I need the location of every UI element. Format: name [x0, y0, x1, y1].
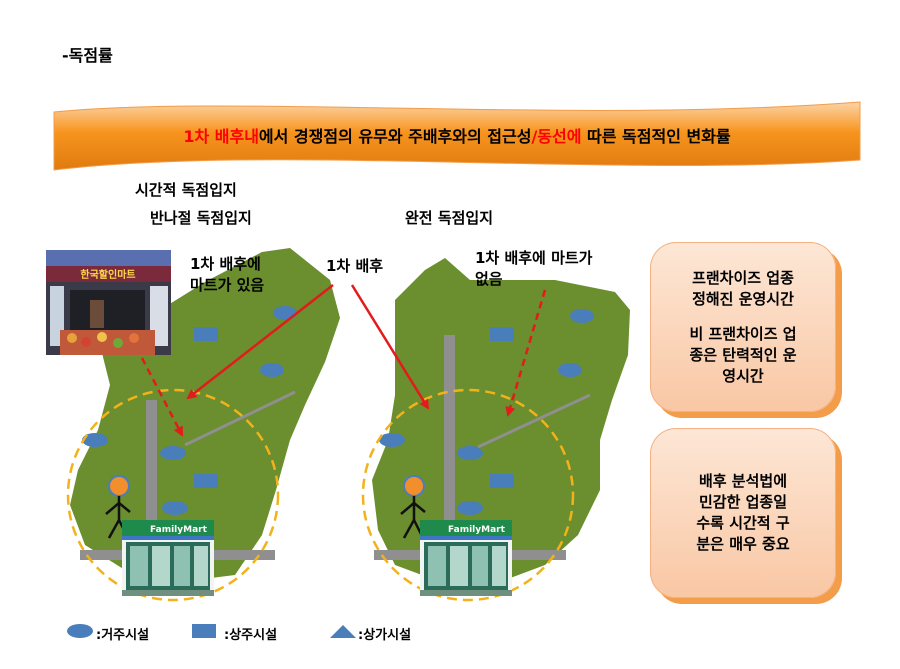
legend-residential: :거주시설 — [96, 628, 150, 643]
trade-area-radius-right — [361, 388, 575, 602]
banner-ribbon — [53, 101, 861, 171]
legend-commercial: :상가시설 — [358, 628, 412, 643]
road-vertical-left — [146, 400, 157, 575]
banner-text-end: 따른 독점적인 변화률 — [581, 127, 731, 146]
person-figure-right — [400, 475, 426, 539]
mart-sign-text: 한국할인마트 — [80, 268, 135, 281]
residential-marker — [457, 446, 483, 460]
note-no-mart: 1차 배후에 마트가 없음 — [475, 249, 593, 288]
legend: :거주시설 :상주시설 :상가시설 — [66, 620, 446, 644]
residential-marker — [558, 363, 582, 377]
road-vertical-right — [444, 335, 455, 575]
arrow-primary-right — [350, 284, 430, 410]
mixed-facility-marker — [490, 327, 514, 341]
legend-mixed: :상주시설 — [224, 628, 278, 643]
label-half-day-monopoly: 반나절 독점입지 — [150, 209, 252, 227]
mart-photo: 한국할인마트 — [46, 250, 171, 355]
store-sign-text: FamilyMart — [448, 525, 506, 535]
residential-marker — [160, 446, 186, 460]
residential-marker — [379, 433, 405, 447]
dashed-arrow-mart-left — [140, 357, 184, 437]
arrow-primary-left — [186, 284, 334, 400]
convenience-store-photo-right: FamilyMart — [420, 520, 512, 596]
residential-marker — [457, 501, 483, 515]
label-primary-area: 1차 배후 — [326, 257, 384, 275]
residential-marker — [82, 433, 108, 447]
label-temporal-monopoly: 시간적 독점입지 — [135, 181, 237, 199]
legend-square-icon — [192, 624, 216, 638]
section-title: -독점률 — [62, 46, 113, 65]
road-diagonal-right — [477, 393, 591, 449]
residential-marker — [162, 501, 188, 515]
mixed-facility-marker — [194, 327, 218, 341]
banner-highlight-primary: 1차 배후내 — [183, 127, 259, 146]
legend-triangle-icon — [330, 625, 356, 638]
road-diagonal-left — [184, 390, 296, 447]
legend-ellipse-icon — [67, 624, 93, 638]
mixed-facility-marker — [194, 474, 218, 488]
store-sign-text: FamilyMart — [150, 525, 208, 535]
trade-area-radius-left — [66, 388, 280, 602]
label-full-monopoly: 완전 독점입지 — [405, 209, 494, 227]
analysis-info-box: 배후 분석법에 민감한 업종일 수록 시간적 구 분은 매우 중요 — [650, 428, 836, 598]
banner-text: 1차 배후내에서 경쟁점의 유무와 주배후와의 접근성/동선에 따른 독점적인 … — [52, 123, 862, 147]
banner-text-middle: 에서 경쟁점의 유무와 주배후와의 접근성 — [258, 127, 532, 146]
franchise-info-box: 프랜차이즈 업종 정해진 운영시간 비 프랜차이즈 업 종은 탄력적인 운 영시… — [650, 242, 836, 412]
mixed-facility-marker — [490, 474, 514, 488]
banner-highlight-route: /동선에 — [531, 127, 582, 146]
residential-marker — [273, 306, 297, 320]
convenience-store-photo-left: FamilyMart — [122, 520, 214, 596]
land-area-right — [372, 258, 630, 580]
residential-marker — [570, 309, 594, 323]
residential-marker — [260, 363, 284, 377]
note-mart-exists: 1차 배후에 마트가 있음 — [190, 255, 265, 294]
dashed-arrow-no-mart-right — [505, 289, 547, 417]
